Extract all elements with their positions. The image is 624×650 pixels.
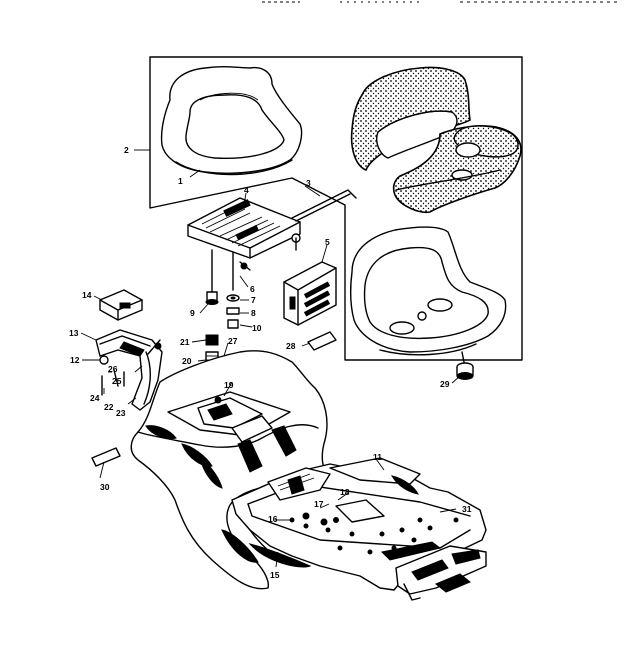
callout-27: 27 bbox=[228, 336, 238, 346]
callout-14: 14 bbox=[82, 290, 92, 300]
callout-labels: 1 2 3 4 5 6 7 8 9 10 11 12 13 14 15 16 1… bbox=[69, 145, 472, 580]
leader-lines bbox=[80, 149, 461, 568]
callout-10: 10 bbox=[252, 323, 262, 333]
seat-assembly-outline bbox=[149, 56, 523, 361]
seat-foam-pieces bbox=[350, 66, 522, 214]
callout-23: 23 bbox=[116, 408, 126, 418]
callout-21: 21 bbox=[180, 337, 190, 347]
frame-part-31 bbox=[231, 457, 487, 601]
callout-28: 28 bbox=[286, 341, 296, 351]
decal-part-28 bbox=[307, 331, 337, 351]
rod-part-3 bbox=[291, 189, 357, 222]
callout-16: 16 bbox=[268, 514, 278, 524]
callout-1: 1 bbox=[178, 176, 183, 186]
callout-12: 12 bbox=[70, 355, 80, 365]
callout-7: 7 bbox=[251, 295, 256, 305]
cap-part-14 bbox=[99, 289, 143, 321]
callout-30: 30 bbox=[100, 482, 110, 492]
callout-26: 26 bbox=[108, 364, 118, 374]
callout-18: 18 bbox=[340, 487, 350, 497]
seat-part-1 bbox=[160, 65, 303, 176]
callout-19: 19 bbox=[224, 380, 234, 390]
callout-20: 20 bbox=[182, 356, 192, 366]
fender-part-27 bbox=[130, 350, 331, 590]
callout-8: 8 bbox=[251, 308, 256, 318]
bumper-part-29 bbox=[456, 362, 474, 380]
callout-31: 31 bbox=[462, 504, 472, 514]
callout-11: 11 bbox=[373, 452, 382, 462]
callout-9: 9 bbox=[190, 308, 195, 318]
seat-bracket-part-4 bbox=[187, 197, 301, 259]
callout-25: 25 bbox=[112, 376, 122, 386]
callout-3: 3 bbox=[306, 178, 311, 188]
callout-17: 17 bbox=[314, 499, 324, 509]
plate-part-5 bbox=[283, 261, 337, 326]
callout-22: 22 bbox=[104, 402, 114, 412]
hardware-bolts bbox=[205, 249, 251, 329]
bracket-part-13 bbox=[95, 329, 163, 411]
callout-15: 15 bbox=[270, 570, 280, 580]
callout-6: 6 bbox=[250, 284, 255, 294]
callout-29: 29 bbox=[440, 379, 450, 389]
callout-24: 24 bbox=[90, 393, 100, 403]
callout-5: 5 bbox=[325, 237, 330, 247]
callout-4: 4 bbox=[244, 185, 249, 195]
callout-13: 13 bbox=[69, 328, 79, 338]
decal-part-30 bbox=[91, 447, 121, 467]
seat-shell bbox=[349, 226, 507, 363]
frame-holes bbox=[289, 517, 459, 555]
callout-2: 2 bbox=[124, 145, 129, 155]
